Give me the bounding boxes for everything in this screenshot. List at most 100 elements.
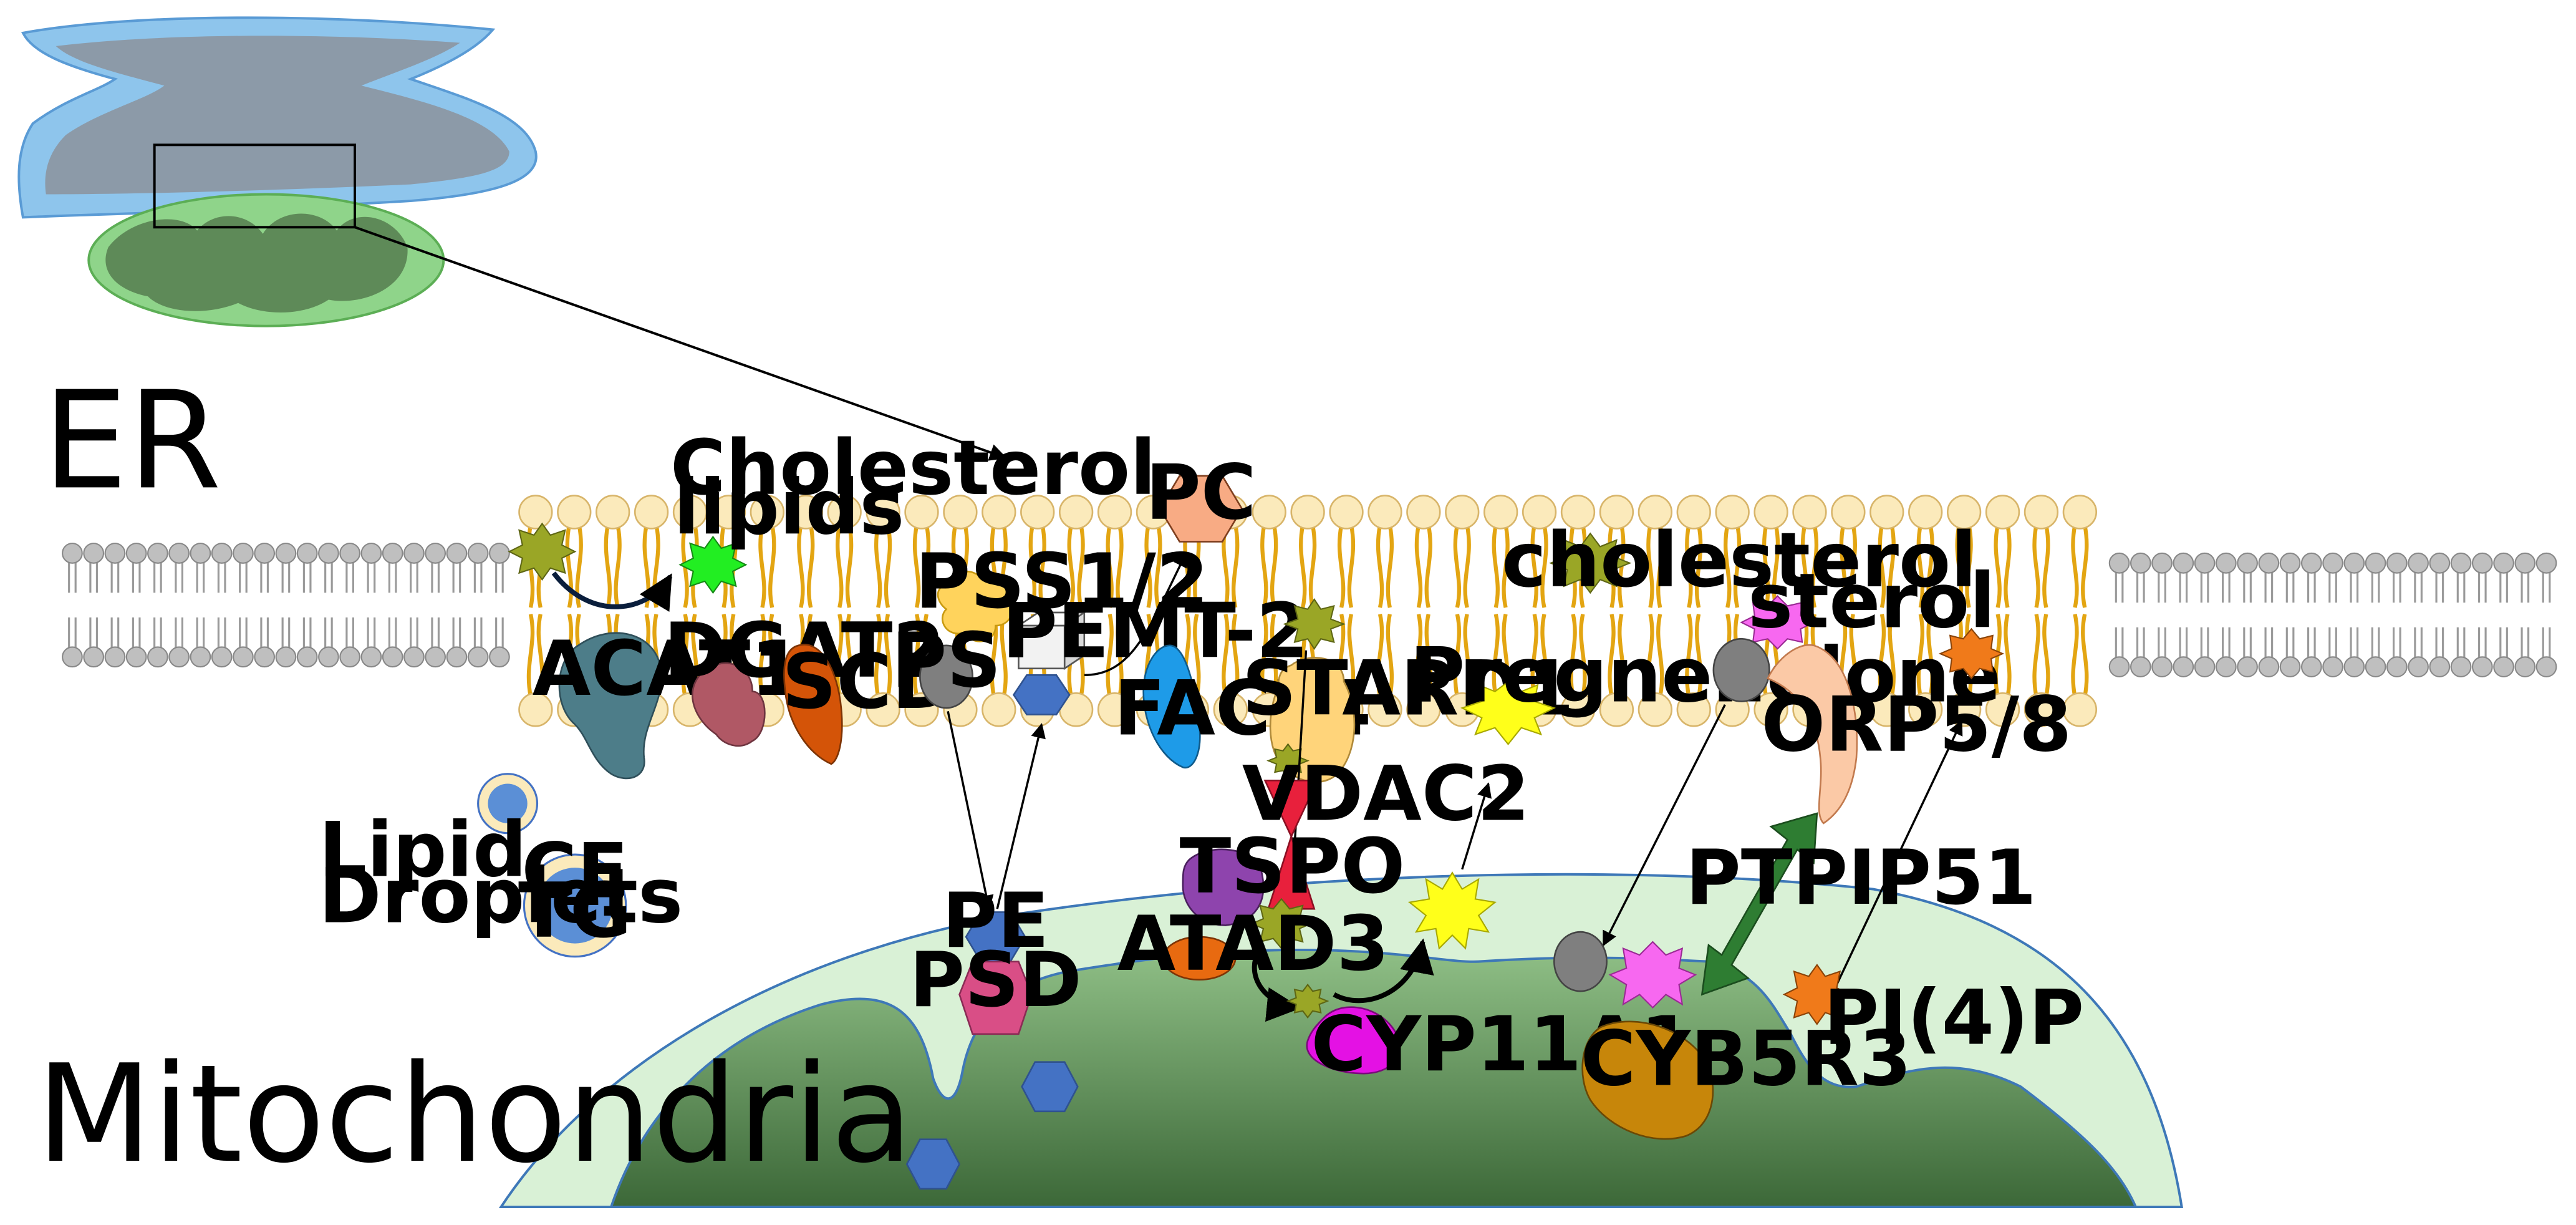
orp58-protein bbox=[1766, 644, 1858, 825]
phospholipid bbox=[2194, 552, 2216, 678]
phospholipid bbox=[233, 543, 254, 668]
ps-pe-pc-pathway: PSS1/2 PS PEMT-2 PC PE PSD bbox=[891, 448, 1309, 1190]
pc-hexagon bbox=[1159, 475, 1243, 543]
acat1-group: Cholesterol lipids ACAT1 bbox=[508, 424, 1156, 780]
phospholipid bbox=[190, 543, 211, 668]
phospholipid bbox=[467, 543, 489, 668]
phospholipid bbox=[147, 543, 168, 668]
orp-ptpip-complex: sterol ORP5/8 PTPIP51 CYB5R3 PI(4)P bbox=[1553, 557, 2084, 1140]
phospholipid bbox=[2173, 552, 2194, 678]
phospholipid bbox=[489, 543, 510, 668]
cholesterol-substrate-acat1 bbox=[508, 522, 577, 581]
pi4p-label: PI(4)P bbox=[1823, 974, 2084, 1062]
phospholipid bbox=[2535, 552, 2557, 678]
pi4p-mito bbox=[1782, 964, 1851, 1025]
phospholipid bbox=[1252, 495, 1286, 727]
psd-label: PSD bbox=[909, 936, 1082, 1024]
pi4p-er bbox=[1938, 627, 2005, 680]
tspo-label: TSPO bbox=[1180, 822, 1406, 911]
pe-hexagon-matrix-2 bbox=[905, 1138, 961, 1190]
phospholipid bbox=[827, 495, 862, 727]
phospholipid bbox=[1368, 495, 1402, 727]
phospholipid bbox=[2365, 552, 2386, 678]
phospholipid bbox=[2429, 552, 2451, 678]
mitochondria-title: Mitochondria bbox=[36, 1035, 913, 1193]
cyp11a1-protein bbox=[1306, 1006, 1401, 1075]
phospholipid bbox=[2343, 552, 2365, 678]
pregnenolone-label: Pregnenolone bbox=[1409, 631, 2001, 719]
phospholipid bbox=[275, 543, 297, 668]
phospholipid bbox=[2258, 552, 2280, 678]
phospholipid bbox=[403, 543, 425, 668]
inset-overview bbox=[17, 16, 1007, 461]
cholesterol-er-membrane bbox=[1549, 532, 1632, 594]
er-inset-lumen bbox=[45, 36, 509, 195]
orp58-label: ORP5/8 bbox=[1761, 680, 2072, 769]
phospholipid bbox=[168, 543, 190, 668]
ps-molecule bbox=[919, 644, 973, 709]
pregnenolone-er bbox=[1460, 680, 1556, 745]
phospholipid bbox=[339, 543, 361, 668]
phospholipid bbox=[446, 543, 468, 668]
lipid-droplet-small-inner bbox=[488, 783, 528, 823]
vdac2-upper bbox=[1263, 779, 1319, 839]
phospholipid bbox=[104, 543, 126, 668]
lipid-droplet-large-inner bbox=[537, 868, 613, 944]
phospholipid bbox=[2300, 552, 2322, 678]
lipid-droplets: CE TG Lipid Droplets bbox=[319, 773, 683, 958]
phospholipid bbox=[1676, 495, 1711, 727]
phospholipid bbox=[360, 543, 382, 668]
orp-binding-molecule-mito bbox=[1553, 931, 1608, 992]
scd-protein bbox=[783, 644, 843, 765]
phospholipid bbox=[1058, 495, 1094, 727]
phospholipid bbox=[1638, 495, 1672, 727]
sterol-label: sterol bbox=[1748, 557, 1995, 646]
phospholipid bbox=[296, 543, 318, 668]
er-title: ER bbox=[42, 362, 221, 519]
pss-label: PSS1/2 bbox=[915, 537, 1208, 626]
pe-label: PE bbox=[942, 876, 1049, 965]
ptpip51-double-arrow bbox=[1700, 812, 1818, 996]
phospholipid bbox=[2062, 495, 2098, 727]
pregnenolone-mito bbox=[1407, 871, 1497, 950]
cyb5r3-label: CYB5R3 bbox=[1580, 1015, 1911, 1103]
pe-hexagon-matrix-1 bbox=[1021, 1061, 1079, 1113]
phospholipid bbox=[62, 543, 83, 668]
phospholipid bbox=[2514, 552, 2536, 678]
scd-group: SCD bbox=[782, 637, 955, 765]
cholesterol-lipids-label-line2: lipids bbox=[673, 463, 904, 551]
pi4p-transport-arrow bbox=[1835, 720, 1963, 985]
phospholipid bbox=[2237, 552, 2258, 678]
phospholipid bbox=[2130, 552, 2151, 678]
phospholipid bbox=[2322, 552, 2343, 678]
phospholipid bbox=[125, 543, 147, 668]
pe-hexagon-er bbox=[1012, 674, 1071, 715]
phospholipid bbox=[2493, 552, 2514, 678]
er-bilayer-left bbox=[62, 543, 510, 668]
pc-label: PC bbox=[1146, 448, 1257, 536]
phospholipid bbox=[211, 543, 233, 668]
acat1-reaction-arrow bbox=[551, 571, 673, 612]
cyp-to-pregnenolone-arrow bbox=[1333, 938, 1434, 1004]
pregnenolone-export-arrow bbox=[1461, 782, 1492, 870]
ps-label: PS bbox=[891, 616, 1001, 705]
mitochondria-inset-cristae bbox=[105, 213, 408, 312]
tspo-protein bbox=[1182, 848, 1265, 926]
phospholipid bbox=[254, 543, 276, 668]
phospholipid bbox=[1869, 495, 1904, 727]
facl4-protein bbox=[1142, 644, 1201, 769]
ps-to-pe-arrow bbox=[947, 711, 994, 911]
ptpip51-label: PTPIP51 bbox=[1686, 833, 2037, 922]
acat1-protein bbox=[558, 632, 662, 780]
phospholipid bbox=[2151, 552, 2173, 678]
lipid-droplets-label-line1: Lipid bbox=[319, 805, 527, 894]
phospholipid bbox=[1908, 495, 1943, 727]
phospholipid bbox=[1406, 495, 1441, 727]
phospholipid bbox=[1445, 495, 1480, 727]
tg-label: TG bbox=[518, 866, 632, 955]
orp-binding-molecule-er bbox=[1712, 637, 1770, 702]
zoom-box bbox=[153, 143, 357, 229]
er-bilayer-right bbox=[2108, 552, 2557, 678]
psd-protein bbox=[958, 961, 1033, 1035]
